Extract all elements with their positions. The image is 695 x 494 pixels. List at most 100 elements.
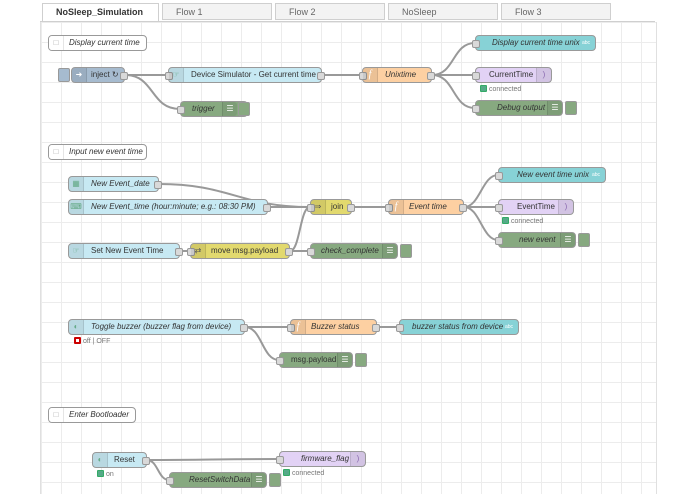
node-new-event[interactable]: new event ☰ xyxy=(495,232,576,248)
comment-enter-bootloader[interactable]: □ Enter Bootloader xyxy=(48,407,136,423)
node-device-simulator[interactable]: ☞ Device Simulator - Get current time xyxy=(165,67,325,83)
comment-input-new-event-time[interactable]: □ Input new event time xyxy=(48,144,147,160)
output-port[interactable] xyxy=(347,204,355,212)
status-event-time: connected xyxy=(502,217,543,226)
node-label: Set New Event Time xyxy=(91,246,164,255)
output-port[interactable] xyxy=(263,204,271,212)
status-text: connected xyxy=(292,470,325,477)
node-new-event-time[interactable]: ⌨ New Event_time (hour:minute; e.g.: 08:… xyxy=(68,199,271,215)
output-port[interactable] xyxy=(142,457,150,465)
status-text: connected xyxy=(489,86,522,93)
toggle-switch-icon: ◐ xyxy=(69,320,84,334)
tab-flow-3[interactable]: Flow 3 xyxy=(501,3,611,20)
node-toggle-buzzer[interactable]: ◐ Toggle buzzer (buzzer flag from device… xyxy=(68,319,248,335)
node-unixtime[interactable]: f Unixtime xyxy=(359,67,435,83)
node-label: Device Simulator - Get current time xyxy=(191,70,316,79)
node-buzzer-status[interactable]: f Buzzer status xyxy=(287,319,380,335)
output-port[interactable] xyxy=(175,248,183,256)
node-reset[interactable]: ◐ Reset xyxy=(92,452,150,468)
abc-icon: abc xyxy=(591,172,601,178)
arrow-right-icon: ➜ xyxy=(72,68,87,82)
node-label: inject ↻ xyxy=(91,70,119,79)
input-port[interactable] xyxy=(307,248,315,256)
input-port[interactable] xyxy=(276,456,284,464)
input-port[interactable] xyxy=(495,237,503,245)
input-port[interactable] xyxy=(276,357,284,365)
hand-icon: ☞ xyxy=(169,68,184,82)
msg-payload-toggle[interactable] xyxy=(355,353,367,367)
input-port[interactable] xyxy=(472,40,480,48)
output-port[interactable] xyxy=(459,204,467,212)
node-new-event-time-unix[interactable]: New event time unix abc xyxy=(495,167,606,183)
input-port[interactable] xyxy=(166,477,174,485)
node-set-new-event-time[interactable]: ☞ Set New Event Time xyxy=(68,243,183,259)
node-new-event-date[interactable]: ▦ New Event_date xyxy=(68,176,162,192)
status-toggle-buzzer: off | OFF xyxy=(74,337,110,346)
check-complete-toggle[interactable] xyxy=(400,244,412,258)
node-label: msg.payload xyxy=(291,355,337,364)
output-port[interactable] xyxy=(285,248,293,256)
output-port[interactable] xyxy=(372,324,380,332)
status-dot xyxy=(283,469,290,476)
list-icon: ☰ xyxy=(560,233,575,247)
node-label: EventTime xyxy=(517,202,555,211)
node-check-complete[interactable]: check_complete ☰ xyxy=(307,243,398,259)
node-display-current-time-unix[interactable]: Display current time unix abc xyxy=(472,35,596,51)
tab-nosleep[interactable]: NoSleep xyxy=(388,3,498,20)
node-label: New Event_date xyxy=(91,179,150,188)
output-port[interactable] xyxy=(427,72,435,80)
node-join[interactable]: ⇒ join xyxy=(307,199,355,215)
node-label: Debug output xyxy=(497,103,546,112)
input-port[interactable] xyxy=(472,72,480,80)
node-label: New event time unix xyxy=(517,170,590,179)
reset-switch-data-toggle[interactable] xyxy=(269,473,281,487)
function-icon: f xyxy=(291,320,306,334)
node-label: buzzer status from device xyxy=(412,322,504,331)
node-firmware-flag[interactable]: firmware_flag ) xyxy=(276,451,366,467)
node-move-payload[interactable]: ⇄ move msg.payload xyxy=(187,243,293,259)
hand-icon: ☞ xyxy=(69,244,84,258)
node-label: ResetSwitchData xyxy=(189,475,251,484)
trigger-toggle-button[interactable] xyxy=(238,102,250,116)
status-text: on xyxy=(106,471,114,478)
comment-display-current-time[interactable]: □ Display current time xyxy=(48,35,147,51)
node-label: New Event_time (hour:minute; e.g.: 08:30… xyxy=(91,202,256,211)
debug-output-toggle[interactable] xyxy=(565,101,577,115)
output-port[interactable] xyxy=(154,181,162,189)
comment-label: Enter Bootloader xyxy=(69,410,130,419)
node-label: Reset xyxy=(114,455,135,464)
node-label: Event time xyxy=(409,202,447,211)
node-buzzer-status-from-device[interactable]: buzzer status from device abc xyxy=(396,319,519,335)
broadcast-icon: ) xyxy=(536,68,551,82)
comment-icon: □ xyxy=(49,36,64,50)
input-port[interactable] xyxy=(396,324,404,332)
node-event-time-out[interactable]: EventTime ) xyxy=(495,199,574,215)
node-label: trigger xyxy=(192,104,215,113)
output-port[interactable] xyxy=(317,72,325,80)
node-trigger[interactable]: trigger ☰ xyxy=(177,101,248,117)
node-current-time[interactable]: CurrentTime ) xyxy=(472,67,552,83)
tab-flow-2[interactable]: Flow 2 xyxy=(275,3,385,20)
input-port[interactable] xyxy=(177,106,185,114)
output-port[interactable] xyxy=(120,72,128,80)
node-event-time[interactable]: f Event time xyxy=(385,199,467,215)
node-label: Toggle buzzer (buzzer flag from device) xyxy=(91,322,232,331)
tab-flow-1[interactable]: Flow 1 xyxy=(162,3,272,20)
new-event-toggle[interactable] xyxy=(578,233,590,247)
node-reset-switch-data[interactable]: ResetSwitchData ☰ xyxy=(166,472,267,488)
status-dot xyxy=(97,470,104,477)
function-icon: f xyxy=(389,200,404,214)
node-msg-payload[interactable]: msg.payload ☰ xyxy=(276,352,353,368)
tab-bar-divider xyxy=(40,21,655,22)
input-port[interactable] xyxy=(495,204,503,212)
status-dot xyxy=(480,85,487,92)
list-icon: ☰ xyxy=(382,244,397,258)
input-port[interactable] xyxy=(495,172,503,180)
node-inject[interactable]: ➜ inject ↻ xyxy=(71,67,128,83)
output-port[interactable] xyxy=(240,324,248,332)
node-debug-output[interactable]: Debug output ☰ xyxy=(472,100,563,116)
tab-nosleep-simulation[interactable]: NoSleep_Simulation xyxy=(42,3,159,22)
inject-trigger-button[interactable] xyxy=(58,68,70,82)
input-port[interactable] xyxy=(472,105,480,113)
shuffle-icon: ⇄ xyxy=(191,244,206,258)
